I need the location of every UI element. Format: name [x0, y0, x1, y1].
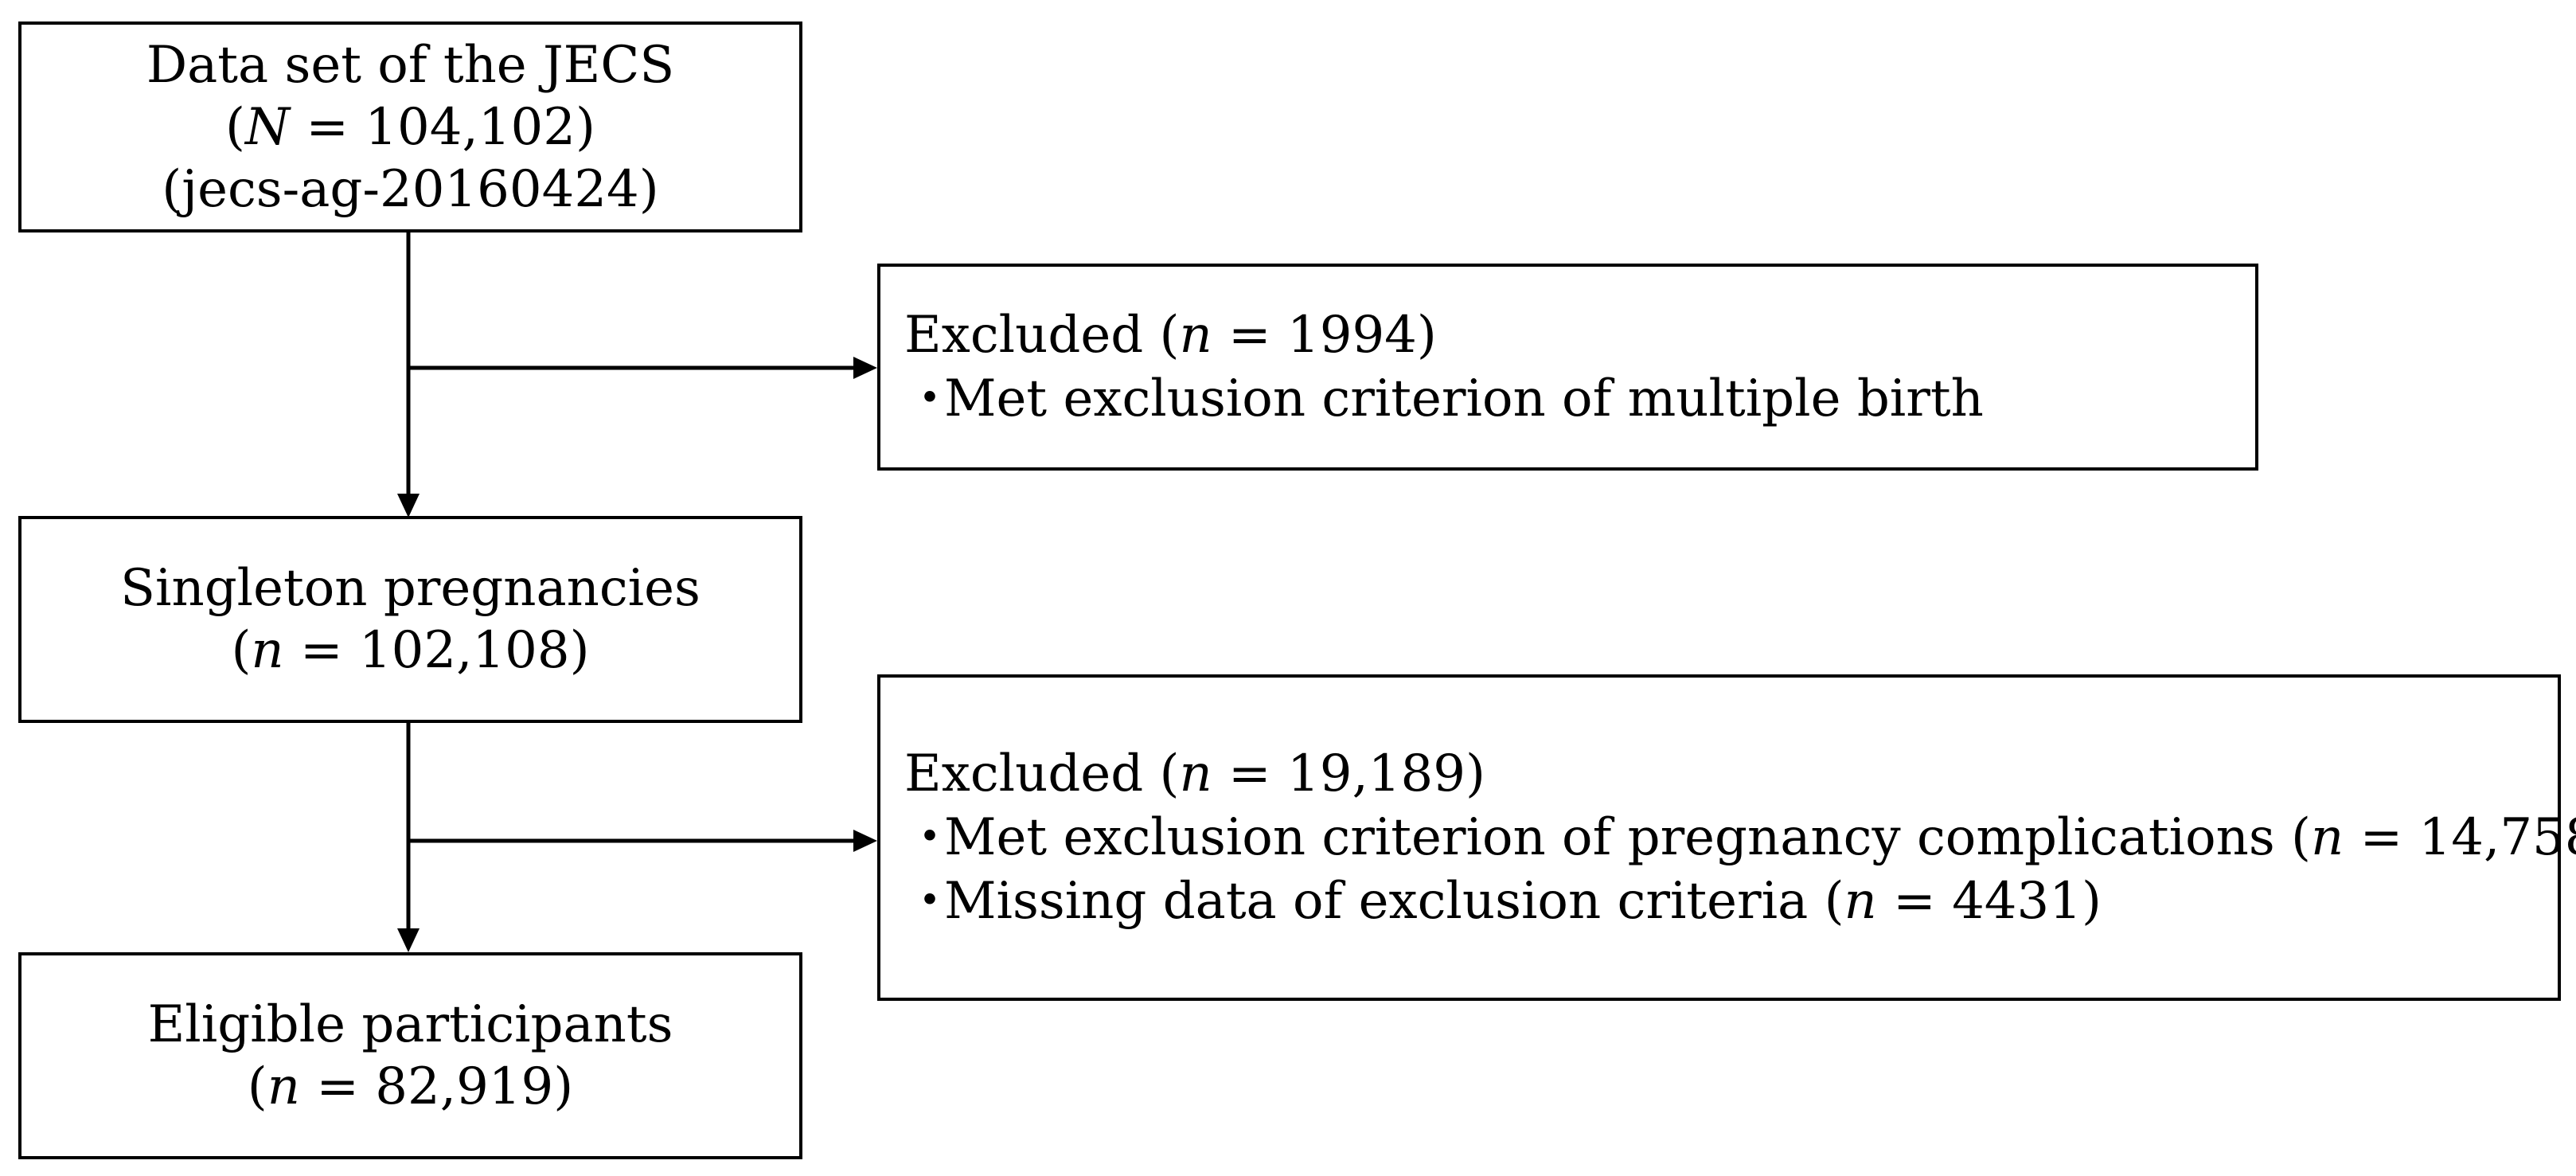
dataset-version: (jecs-ag-20160424) — [162, 159, 659, 219]
dataset-title: Data set of the JECS — [146, 35, 675, 95]
arrowhead-excluded2 — [853, 830, 877, 852]
excluded-multiple-birth-box: Excluded (n = 1994) ・Met exclusion crite… — [877, 264, 2258, 471]
excluded2-title: Excluded (n = 19,189) — [904, 744, 1485, 803]
dataset-count: (N = 104,102) — [225, 97, 595, 157]
bullet-icon: ・ — [904, 872, 955, 931]
eligible-title: Eligible participants — [147, 995, 673, 1054]
arrowhead-eligible — [397, 928, 420, 952]
excluded1-title: Excluded (n = 1994) — [904, 306, 1437, 365]
eligible-count: (n = 82,919) — [247, 1057, 574, 1116]
excluded-complications-box: Excluded (n = 19,189) ・Met exclusion cri… — [877, 674, 2576, 1001]
excluded2-item-complications: ・Met exclusion criterion of pregnancy co… — [904, 806, 2576, 869]
excluded1-item: ・Met exclusion criterion of multiple bir… — [904, 367, 2255, 431]
singleton-title: Singleton pregnancies — [120, 559, 701, 618]
bullet-icon: ・ — [904, 369, 955, 428]
singleton-count: (n = 102,108) — [231, 621, 590, 680]
singleton-box: Singleton pregnancies (n = 102,108) — [18, 516, 802, 723]
bullet-icon: ・ — [904, 808, 955, 867]
eligible-box: Eligible participants (n = 82,919) — [18, 952, 802, 1159]
dataset-box: Data set of the JECS (N = 104,102) (jecs… — [18, 21, 802, 232]
arrowhead-excluded1 — [853, 357, 877, 379]
arrowhead-singleton — [397, 494, 420, 518]
excluded2-item-missing: ・Missing data of exclusion criteria (n =… — [904, 869, 2558, 933]
